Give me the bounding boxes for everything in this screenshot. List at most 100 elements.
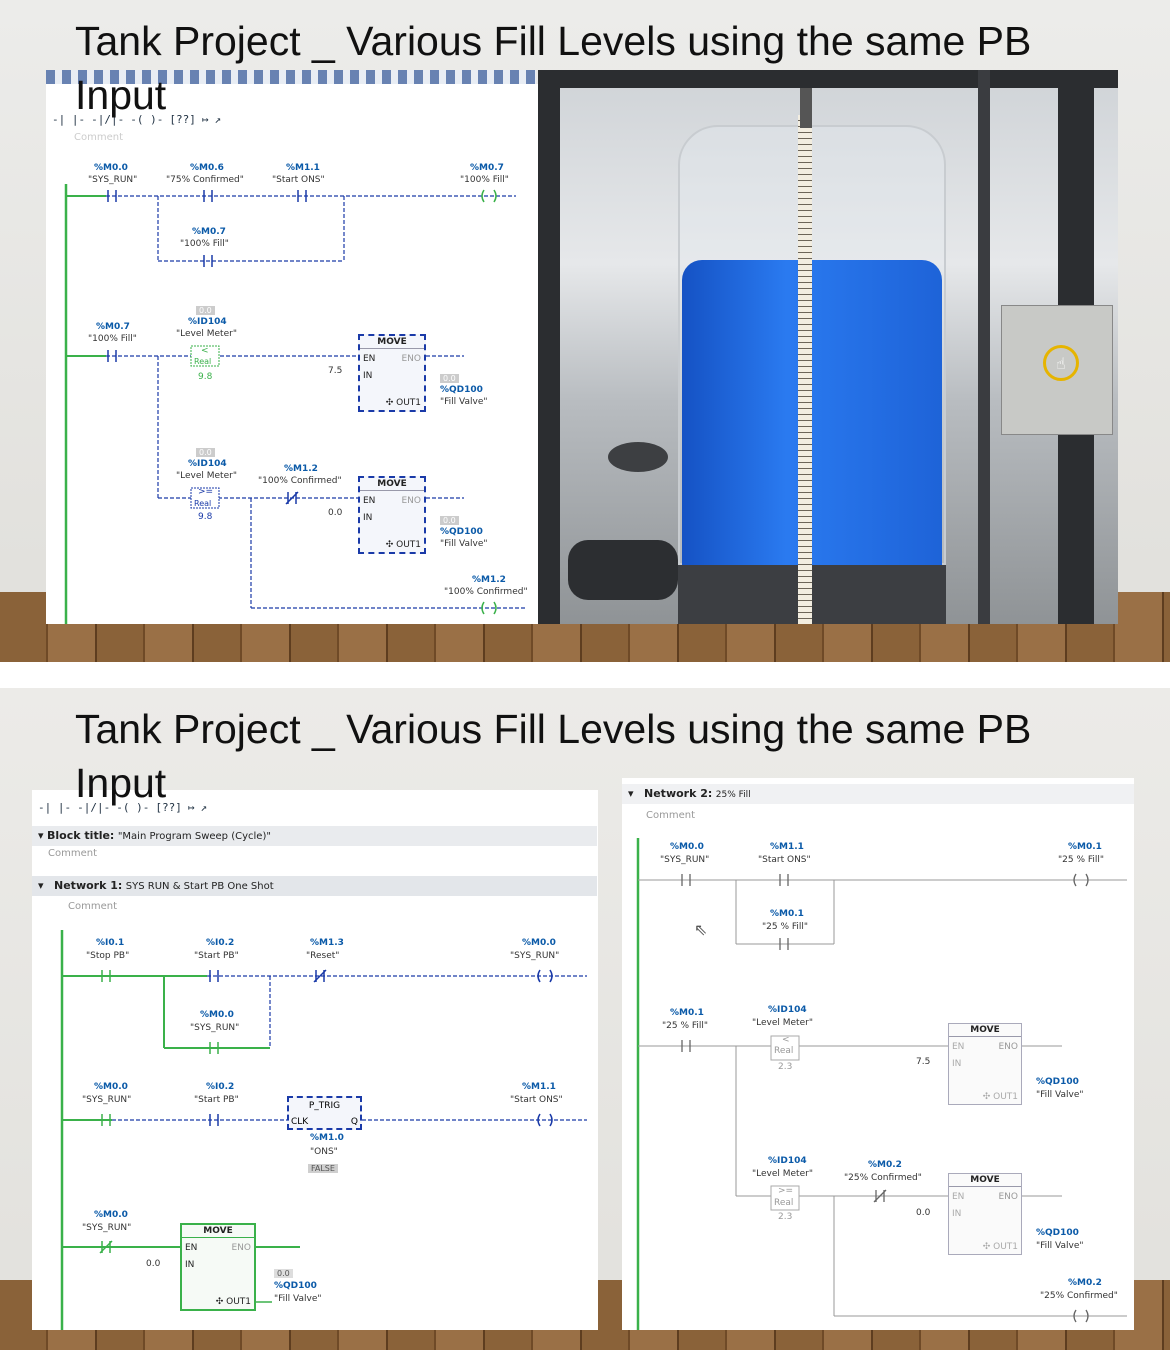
- ladder-toolbar: -| |- -|/|- -( )- [??] ↦ ↗: [46, 106, 538, 132]
- move-title: MOVE: [949, 1174, 1021, 1187]
- compare-tag: "Level Meter": [752, 1018, 813, 1028]
- frame-column: [538, 70, 560, 624]
- compare-constant: 2.3: [778, 1212, 793, 1222]
- p-trig-addr: %M1.0: [310, 1133, 344, 1143]
- close-branch-icon[interactable]: ↗: [200, 800, 208, 814]
- branch-contact-tag: "100% Fill": [180, 239, 229, 249]
- contact-nc-icon[interactable]: -|/|-: [77, 800, 111, 814]
- move-block[interactable]: MOVE EN ENO IN ✣ OUT1: [948, 1173, 1022, 1255]
- contact-tag: "25 % Fill": [662, 1021, 709, 1031]
- network-label: Network 2:: [644, 787, 713, 800]
- branch-contact-addr: %M0.7: [192, 227, 226, 237]
- tia-toolbar-icons[interactable]: [46, 70, 536, 84]
- block-comment[interactable]: Comment: [48, 848, 97, 859]
- branch-contact-tag: "25 % Fill": [762, 922, 809, 932]
- coil-tag: "SYS_RUN": [510, 951, 560, 961]
- contact-addr: %M0.7: [96, 322, 130, 332]
- contact-tag: "100% Confirmed": [258, 476, 342, 486]
- empty-box-icon[interactable]: [??]: [169, 112, 196, 126]
- compare-operator: <: [201, 346, 209, 356]
- ladder-wires: [636, 838, 1127, 1330]
- compare-type: Real: [194, 499, 212, 508]
- move-in-value: 0.0: [146, 1259, 161, 1269]
- move-in: IN: [185, 1260, 195, 1270]
- contact-addr: %M1.1: [770, 842, 804, 852]
- move-block[interactable]: MOVE EN ENO IN ✣ OUT1: [358, 476, 426, 554]
- compare-constant: 9.8: [198, 512, 213, 522]
- compare-tag: "Level Meter": [176, 329, 237, 339]
- coil-icon[interactable]: -( )-: [116, 800, 150, 814]
- contact-no-icon[interactable]: -| |-: [38, 800, 72, 814]
- compare-type: Real: [774, 1046, 794, 1056]
- compare-operator: <: [782, 1035, 790, 1045]
- monitor-value: 0.0: [274, 1269, 293, 1278]
- contact-tag: "SYS_RUN": [82, 1223, 132, 1233]
- network-comment[interactable]: Comment: [646, 810, 695, 821]
- move-out-tag: "Fill Valve": [440, 539, 488, 549]
- move-en: EN: [363, 354, 376, 364]
- coil-tag: "25% Confirmed": [1040, 1291, 1118, 1301]
- start-push-button[interactable]: [1043, 345, 1079, 381]
- p-trig-title: P_TRIG: [308, 1101, 341, 1111]
- contact-addr: %I0.2: [206, 1082, 235, 1092]
- contact-addr: %I0.2: [206, 938, 235, 948]
- move-eno: ENO: [998, 1042, 1018, 1052]
- coil-addr: %M1.2: [472, 575, 506, 585]
- frame-beam: [538, 70, 1118, 88]
- compare-operator: >=: [198, 487, 214, 497]
- coil-addr: %M0.7: [470, 163, 504, 173]
- frame-column: [978, 70, 990, 624]
- move-title: MOVE: [182, 1225, 254, 1238]
- coil-addr: %M0.0: [522, 938, 556, 948]
- p-trig-clk: CLK: [291, 1117, 309, 1127]
- branch-contact-addr: %M0.0: [200, 1010, 234, 1020]
- move-en: EN: [185, 1243, 198, 1253]
- coil-addr: %M0.2: [1068, 1278, 1102, 1288]
- network-comment[interactable]: Comment: [68, 901, 117, 912]
- move-in-value: 0.0: [916, 1208, 931, 1218]
- contact-tag: "25% Confirmed": [844, 1173, 922, 1183]
- coil-addr: %M1.1: [522, 1082, 556, 1092]
- tank-base: [678, 565, 946, 624]
- network-title-bar[interactable]: ▾ Network 2: 25% Fill: [622, 784, 1134, 804]
- contact-nc-icon[interactable]: -|/|-: [91, 112, 125, 126]
- block-title-value: "Main Program Sweep (Cycle)": [117, 831, 271, 842]
- open-branch-icon[interactable]: ↦: [187, 800, 195, 814]
- p-trig-tag: "ONS": [310, 1147, 338, 1157]
- contact-addr: %M0.1: [670, 1008, 704, 1018]
- move-block[interactable]: MOVE EN ENO IN ✣ OUT1: [948, 1023, 1022, 1105]
- coil-tag: "Start ONS": [510, 1095, 563, 1105]
- network-name: SYS RUN & Start PB One Shot: [125, 881, 274, 892]
- move-block[interactable]: MOVE EN ENO IN ✣ OUT1: [358, 334, 426, 412]
- network-comment[interactable]: Comment: [74, 132, 123, 143]
- move-out-addr: %QD100: [1036, 1228, 1079, 1238]
- move-block[interactable]: MOVE EN ENO IN ✣ OUT1: [180, 1223, 256, 1311]
- open-branch-icon[interactable]: ↦: [201, 112, 209, 126]
- contact-addr: %M0.6: [190, 163, 224, 173]
- move-in: IN: [952, 1209, 962, 1219]
- contact-addr: %M1.3: [310, 938, 344, 948]
- monitor-value: 0.0: [196, 448, 215, 457]
- move-out-addr: %QD100: [440, 385, 483, 395]
- contact-tag: "Start PB": [194, 951, 239, 961]
- close-branch-icon[interactable]: ↗: [214, 112, 222, 126]
- move-out-addr: %QD100: [274, 1281, 317, 1291]
- slide-title: Tank Project _ Various Fill Levels using…: [75, 706, 1032, 806]
- network-title-bar[interactable]: ▾ Network 1: SYS RUN & Start PB One Shot: [32, 876, 597, 896]
- monitor-value: 0.0: [196, 306, 215, 315]
- network-name: 25% Fill: [715, 790, 751, 800]
- compare-tag: "Level Meter": [752, 1169, 813, 1179]
- contact-no-icon[interactable]: -| |-: [52, 112, 86, 126]
- move-out: ✣ OUT1: [982, 1092, 1018, 1102]
- coil-icon[interactable]: -( )-: [130, 112, 164, 126]
- empty-box-icon[interactable]: [??]: [155, 800, 182, 814]
- move-out-tag: "Fill Valve": [274, 1294, 322, 1304]
- block-title-bar[interactable]: ▾ Block title: "Main Program Sweep (Cycl…: [32, 826, 597, 846]
- p-trig-block[interactable]: P_TRIG CLK Q: [287, 1096, 362, 1130]
- move-out: ✣ OUT1: [982, 1242, 1018, 1252]
- compare-type: Real: [194, 357, 212, 366]
- tank-water-fill: [682, 260, 942, 565]
- contact-tag: "Reset": [306, 951, 340, 961]
- contact-addr: %M1.1: [286, 163, 320, 173]
- move-en: EN: [363, 496, 376, 506]
